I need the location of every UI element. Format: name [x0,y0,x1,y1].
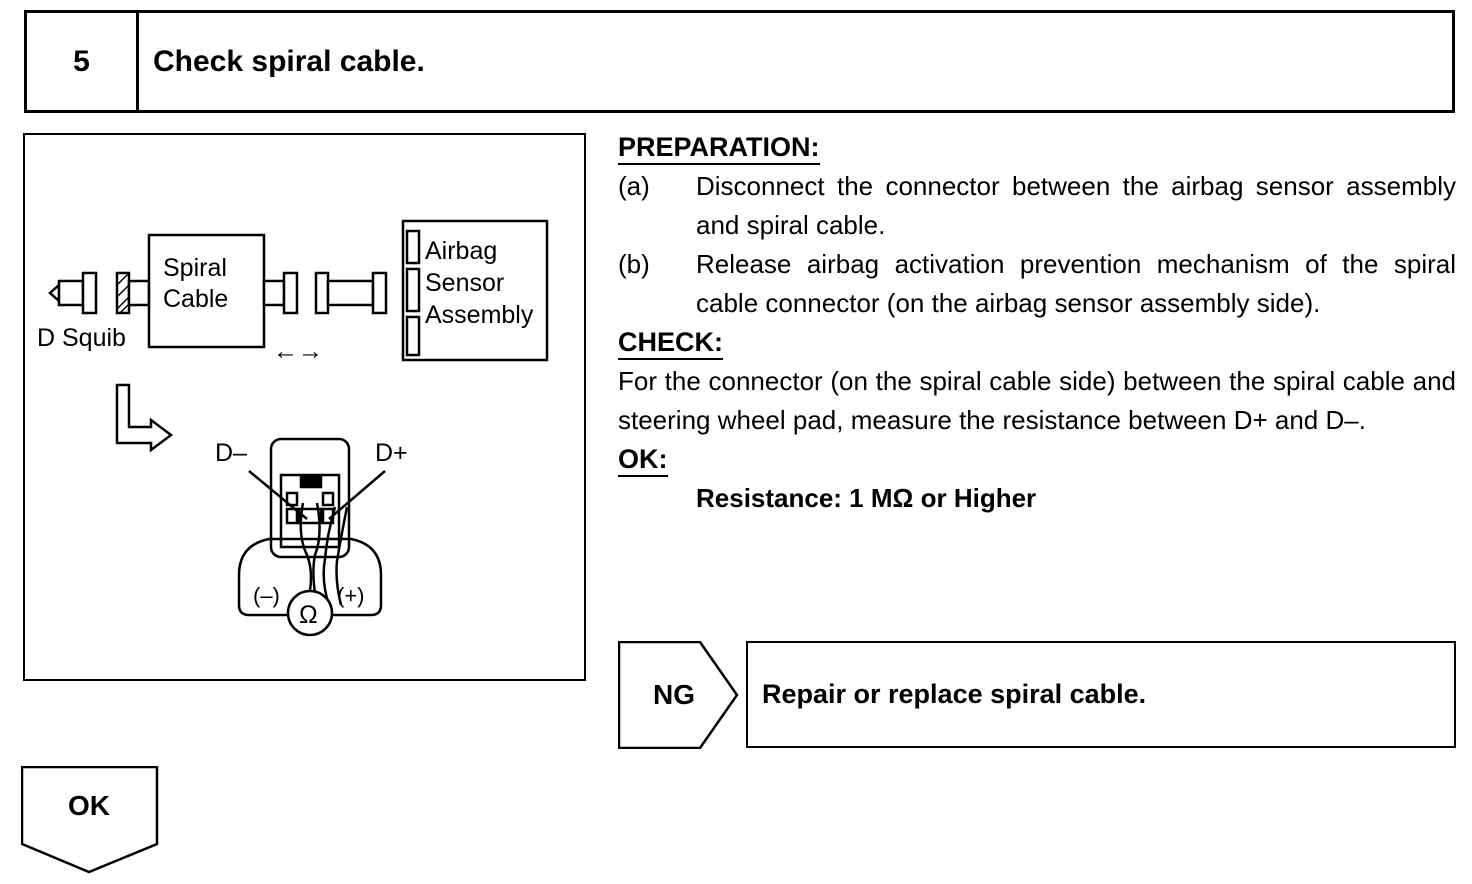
ok-spec-heading: OK: [618,443,668,477]
prep-marker-b: (b) [618,249,650,279]
ok-label: OK [68,790,110,821]
wiring-figure: Spiral Cable D Squib Airbag Sensor Assem… [23,133,586,681]
prep-text-a: Disconnect the connector between the air… [696,171,1456,240]
preparation-heading: PREPARATION: [618,131,820,165]
check-heading: CHECK: [618,326,723,360]
airbag-sensor-box [401,219,549,362]
ok-branch-tab: OK [21,766,159,874]
ok-spec-text: Resistance: 1 MΩ or Higher [696,483,1037,513]
squib-plug [57,279,85,307]
airbag-label-2: Sensor [425,269,504,297]
check-text: For the connector (on the spiral cable s… [618,366,1456,435]
ng-action-box: Repair or replace spiral cable. [746,641,1456,748]
ng-arrow-shape [618,641,739,749]
squib-arrow [48,282,61,304]
prep-item-b: (b) Release airbag activation prevention… [618,245,1456,323]
instructions: PREPARATION: (a) Disconnect the connecto… [618,128,1456,518]
bent-arrow-icon [115,383,174,453]
ng-branch-tab: NG [618,641,740,749]
connector-diagram: Spiral Cable D Squib Airbag Sensor Assem… [37,219,549,637]
d-squib-label: D Squib [37,324,126,352]
step-header: 5 Check spiral cable. [24,10,1455,113]
spiral-label-1: Spiral [163,254,227,282]
step-number: 5 [27,13,139,110]
step-title: Check spiral cable. [153,44,425,78]
prep-text-b: Release airbag activation prevention mec… [696,249,1456,318]
minus-probe-label: (–) [253,583,280,608]
prep-item-a: (a) Disconnect the connector between the… [618,167,1456,245]
d-plus-label: D+ [375,439,408,467]
d-minus-label: D– [215,439,247,467]
spiral-label-2: Cable [163,285,228,313]
squib-connector [81,271,98,315]
airbag-label-1: Airbag [425,237,497,265]
ohm-meter-icon [286,589,334,637]
ohm-symbol: Ω [299,601,318,629]
ng-label: NG [653,679,695,710]
ohmmeter-body [237,537,383,617]
airbag-label-3: Assembly [425,301,534,329]
plus-probe-label: (+) [337,583,365,608]
spiral-cable-box [147,233,266,349]
prep-marker-a: (a) [618,171,650,201]
arrows-label: ←→ [273,337,323,365]
ok-arrow-shape [21,766,159,874]
